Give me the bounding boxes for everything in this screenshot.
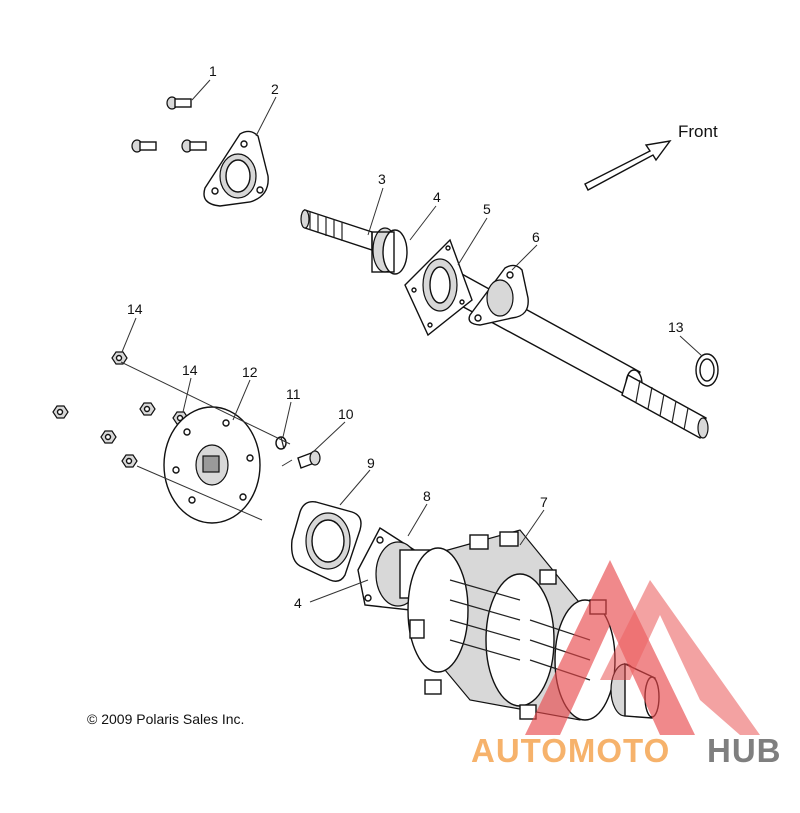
callout-12: 12 — [242, 364, 258, 380]
bolt-part-10 — [297, 450, 321, 469]
callout-8: 8 — [423, 488, 431, 504]
callout-2: 2 — [271, 81, 279, 97]
shaft-part-3 — [300, 209, 709, 440]
hub-part-12 — [163, 406, 261, 524]
front-arrow — [584, 140, 672, 191]
callout-1: 1 — [209, 63, 217, 79]
o-ring-part-13 — [695, 353, 719, 387]
callout-11: 11 — [286, 386, 301, 402]
leader-lines — [120, 79, 703, 603]
callout-10: 10 — [338, 406, 354, 422]
watermark-logo — [525, 560, 760, 735]
callout-5: 5 — [483, 201, 491, 217]
watermark-text-hub: HUB — [707, 732, 782, 769]
bolts-part-1 — [131, 96, 207, 153]
callout-4-upper: 4 — [433, 189, 441, 205]
callout-7: 7 — [540, 494, 548, 510]
washer-part-11 — [275, 436, 287, 450]
flange-part-6 — [468, 264, 529, 326]
callout-13: 13 — [668, 319, 684, 335]
callout-6: 6 — [532, 229, 540, 245]
flange-plate-part-2 — [203, 130, 269, 207]
callout-14-upper: 14 — [127, 301, 143, 317]
callout-14-lower: 14 — [182, 362, 198, 378]
front-label: Front — [678, 122, 718, 141]
copyright-notice: © 2009 Polaris Sales Inc. — [87, 711, 245, 727]
bearing-part-4-upper — [371, 227, 408, 275]
watermark-text-automoto: AUTOMOTO — [471, 732, 670, 769]
callout-3: 3 — [378, 171, 386, 187]
flange-part-5 — [404, 238, 473, 337]
callout-4-lower: 4 — [294, 595, 302, 611]
gasket-part-9 — [290, 501, 362, 582]
callout-9: 9 — [367, 455, 375, 471]
